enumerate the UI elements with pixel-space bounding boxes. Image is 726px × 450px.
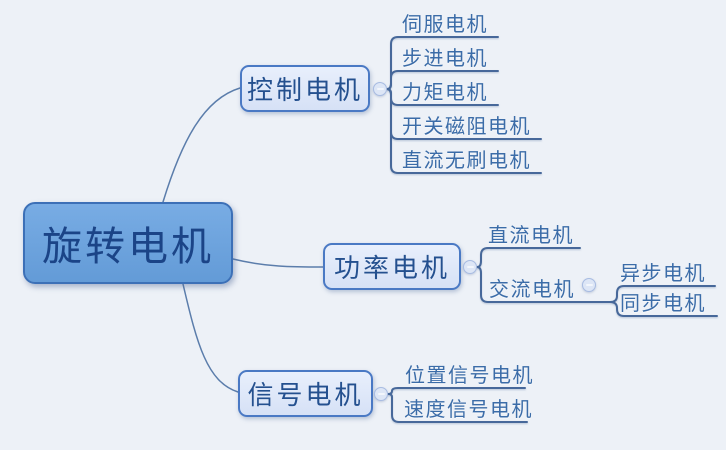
leaf-node-servo-motor[interactable]: 伺服电机	[402, 12, 488, 36]
leaf-node-synchronous-motor[interactable]: 同步电机	[620, 291, 706, 315]
connector-root-to-power-motor	[232, 258, 324, 268]
root-node-rotating-motor[interactable]: 旋转电机	[23, 202, 233, 284]
leaf-node-torque-motor[interactable]: 力矩电机	[402, 80, 488, 104]
branch-node-power-motor[interactable]: 功率电机	[323, 243, 461, 290]
collapse-button-signal-motor[interactable]	[374, 387, 388, 401]
underline-asynchronous-motor	[609, 285, 716, 303]
leaf-node-speed-signal-motor[interactable]: 速度信号电机	[404, 397, 533, 421]
underline-dc-motor	[476, 247, 581, 268]
leaf-node-asynchronous-motor[interactable]: 异步电机	[620, 261, 706, 285]
branch-node-control-motor[interactable]: 控制电机	[240, 65, 370, 112]
minus-icon	[466, 266, 474, 268]
leaf-node-position-signal-motor[interactable]: 位置信号电机	[405, 363, 534, 387]
underline-brushless-dc-motor	[386, 88, 542, 174]
minus-icon	[377, 393, 385, 395]
minus-icon	[585, 284, 593, 286]
underline-synchronous-motor	[609, 301, 718, 317]
underline-position-signal-motor	[387, 387, 526, 395]
leaf-node-stepper-motor[interactable]: 步进电机	[402, 46, 488, 70]
collapse-button-ac-motor[interactable]	[582, 278, 596, 292]
leaf-node-switched-reluctance-motor[interactable]: 开关磁阻电机	[402, 114, 531, 138]
collapse-button-power-motor[interactable]	[463, 260, 477, 274]
branch-node-signal-motor[interactable]: 信号电机	[238, 370, 373, 417]
minus-icon	[376, 88, 384, 90]
connector-root-to-control-motor	[162, 87, 241, 203]
collapse-button-control-motor[interactable]	[373, 82, 387, 96]
connector-root-to-signal-motor	[182, 283, 239, 393]
leaf-node-dc-motor[interactable]: 直流电机	[488, 223, 574, 247]
leaf-node-ac-motor[interactable]: 交流电机	[489, 277, 575, 301]
underline-speed-signal-motor	[387, 393, 528, 423]
leaf-node-brushless-dc-motor[interactable]: 直流无刷电机	[402, 148, 531, 172]
underline-ac-motor	[476, 266, 611, 303]
